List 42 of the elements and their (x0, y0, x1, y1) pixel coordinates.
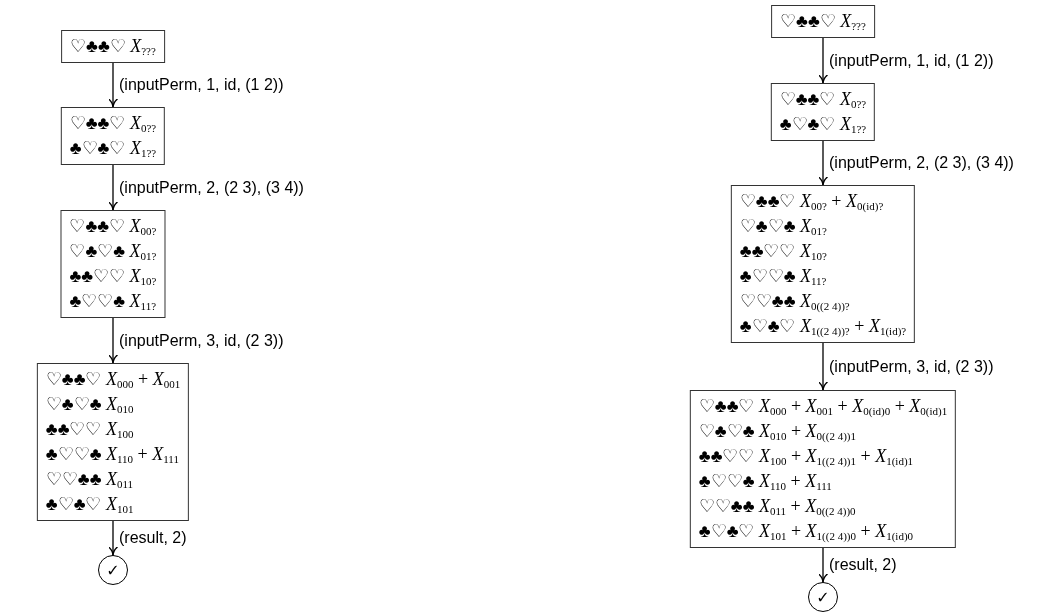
formula-line: ♡♣♡♣ X$_{01?}$ (69, 240, 157, 264)
formula-line: ♡♣♣♡ X$_{000}$ + X$_{001}$ + X$_{0(id)0}$ + X$_{0(id)1}$ (698, 395, 948, 419)
formula-line: ♡♡♣♣ X$_{011}$ (45, 468, 134, 492)
formula-line: ♡♡♣♣ X$_{011}$ + X$_{0((2 4))0}$ (698, 495, 856, 519)
formula-line: ♣♡♡♣ X$_{110}$ + X$_{111}$ (698, 470, 832, 494)
edge-label: (result, 2) (827, 555, 899, 574)
formula-line: ♣♡♣♡ X$_{1((2 4))?}$ + X$_{1(id)?}$ (739, 315, 907, 339)
formula-line: ♡♣♣♡ X$_{0??}$ (69, 112, 157, 136)
formula-line: ♣♡♣♡ X$_{1??}$ (779, 113, 867, 137)
formula-line: ♡♣♡♣ X$_{010}$ (45, 393, 134, 417)
formula-line: ♣♣♡♡ X$_{10?}$ (739, 240, 827, 264)
formula-line: ♣♡♣♡ X$_{101}$ (45, 493, 134, 517)
formula-line: ♣♡♡♣ X$_{11?}$ (739, 265, 827, 289)
formula-line: ♡♣♣♡ X$_{000}$ + X$_{001}$ (45, 368, 181, 392)
state-box (60, 107, 166, 165)
formula-line: ♣♣♡♡ X$_{100}$ (45, 418, 134, 442)
state-box (689, 390, 957, 548)
formula-line: ♡♣♣♡ X$_{0??}$ (779, 88, 867, 112)
check-circle: ✓ (98, 555, 128, 585)
formula-line: ♣♡♡♣ X$_{11?}$ (69, 290, 157, 314)
formula-line: ♣♡♣♡ X$_{1??}$ (69, 137, 157, 161)
formula-line: ♡♡♣♣ X$_{0((2 4))?}$ (739, 290, 850, 314)
formula-line: ♡♣♡♣ X$_{01?}$ (739, 215, 827, 239)
state-box (61, 30, 165, 63)
formula-line: ♡♣♣♡ X$_{00?}$ + X$_{0(id)?}$ (739, 190, 884, 214)
formula-line: ♣♣♡♡ X$_{100}$ + X$_{1((2 4))1}$ + X$_{1(id)1}$ (698, 445, 914, 469)
state-box (730, 185, 916, 343)
formula-line: ♣♣♡♡ X$_{10?}$ (69, 265, 157, 289)
formula-line: ♡♣♣♡ X$_{???}$ (780, 10, 866, 34)
state-box (36, 363, 190, 521)
formula-line: ♡♣♣♡ X$_{00?}$ (69, 215, 157, 239)
edge-label: (inputPerm, 1, id, (1 2)) (117, 75, 286, 94)
check-circle: ✓ (808, 582, 838, 612)
state-box (60, 210, 166, 318)
state-box (770, 83, 876, 141)
formula-line: ♣♡♡♣ X$_{110}$ + X$_{111}$ (45, 443, 179, 467)
formula-line: ♡♣♣♡ X$_{???}$ (70, 35, 156, 59)
state-box (771, 5, 875, 38)
edge-label: (inputPerm, 2, (2 3), (3 4)) (827, 153, 1016, 172)
formula-line: ♡♣♡♣ X$_{010}$ + X$_{0((2 4))1}$ (698, 420, 856, 444)
formula-line: ♣♡♣♡ X$_{101}$ + X$_{1((2 4))0}$ + X$_{1(id)0}$ (698, 520, 914, 544)
edge-label: (result, 2) (117, 528, 189, 547)
